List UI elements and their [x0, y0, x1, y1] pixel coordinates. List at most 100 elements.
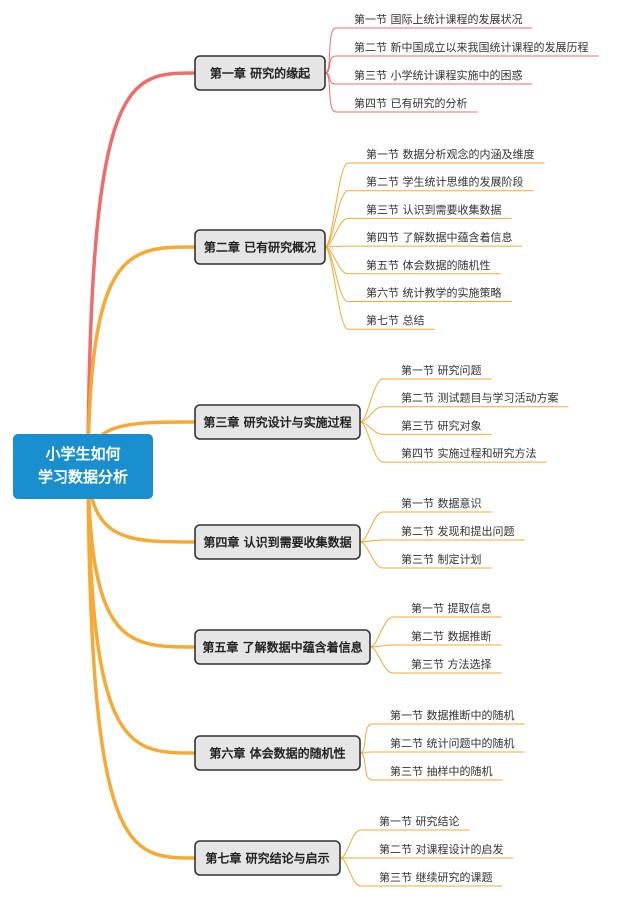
chapter-7-section-1[interactable]: 第一节 研究结论 [361, 814, 470, 831]
chapter-1-section-2[interactable]: 第二节 新中国成立以来我国统计课程的发展历程 [336, 40, 599, 57]
chapter-1-section-3-label: 第三节 小学统计课程实施中的困惑 [354, 68, 523, 82]
chapter-6-section-2-label: 第二节 统计问题中的随机 [390, 736, 515, 750]
chapter-3-box [194, 404, 361, 440]
chapter-2-node[interactable]: 第二章 已有研究概况 [194, 229, 326, 265]
chapter-2-section-2[interactable]: 第二节 学生统计思维的发展阶段 [348, 175, 534, 192]
chapter-1-section-4-label: 第四节 已有研究的分析 [354, 96, 468, 110]
chapter-1-section-1[interactable]: 第一节 国际上统计课程的发展状况 [336, 12, 533, 29]
chapter-2-section-1-label: 第一节 数据分析观念的内涵及维度 [366, 147, 535, 161]
chapter-1-section-4[interactable]: 第四节 已有研究的分析 [336, 96, 478, 113]
chapter-7-link [86, 464, 197, 860]
chapter-5-section-3[interactable]: 第三节 方法选择 [393, 657, 502, 674]
chapter-4-section-2[interactable]: 第二节 发现和提出问题 [383, 524, 525, 541]
chapter-1-section-2-label: 第二节 新中国成立以来我国统计课程的发展历程 [354, 40, 589, 54]
chapter-2-section-1-link [324, 162, 349, 248]
root-line-2: 学习数据分析 [38, 468, 128, 486]
chapter-3-section-4[interactable]: 第四节 实施过程和研究方法 [383, 446, 547, 463]
chapter-7-node[interactable]: 第七章 研究结论与启示 [194, 840, 341, 876]
root-node[interactable]: 小学生如何 学习数据分析 [13, 434, 153, 499]
chapter-5-section-3-label: 第三节 方法选择 [411, 657, 492, 671]
chapter-3-section-1[interactable]: 第一节 研究问题 [383, 363, 492, 380]
chapter-2-link [86, 245, 197, 468]
chapter-4-section-1-link [359, 511, 384, 543]
chapter-3-section-2-label: 第二节 测试题目与学习活动方案 [401, 391, 559, 405]
chapter-3-section-1-label: 第一节 研究问题 [401, 363, 482, 377]
chapter-2-section-4-label: 第四节 了解数据中蕴含着信息 [366, 230, 513, 244]
chapter-6-title: 第六章 体会数据的随机性 [209, 746, 345, 761]
chapter-2-section-6[interactable]: 第六节 统计教学的实施策略 [348, 286, 512, 302]
chapter-7-section-3[interactable]: 第三节 继续研究的课题 [361, 870, 503, 887]
chapter-6-section-3-label: 第三节 抽样中的随机 [390, 764, 493, 778]
chapter-2-section-4-link [324, 245, 349, 248]
chapter-2-section-6-label: 第六节 统计教学的实施策略 [366, 286, 502, 300]
chapter-6-section-3[interactable]: 第三节 抽样中的随机 [372, 764, 503, 781]
root-box [13, 434, 153, 499]
chapter-1-section-2-link [324, 55, 337, 74]
chapter-6-section-1[interactable]: 第一节 数据推断中的随机 [372, 708, 525, 725]
chapter-2-section-2-link [324, 190, 349, 248]
chapter-1-section-1-label: 第一节 国际上统计课程的发展状况 [354, 12, 523, 26]
chapter-2-section-1[interactable]: 第一节 数据分析观念的内涵及维度 [348, 147, 545, 164]
chapter-5-section-3-link [369, 646, 394, 674]
chapter-7-box [194, 840, 341, 876]
chapter-4-box [194, 524, 361, 560]
chapter-5-section-1[interactable]: 第一节 提取信息 [393, 601, 502, 618]
chapter-6-section-1-label: 第一节 数据推断中的随机 [390, 708, 515, 722]
chapter-2-section-5[interactable]: 第五节 体会数据的随机性 [348, 258, 501, 275]
chapter-5-section-2[interactable]: 第二节 数据推断 [393, 629, 502, 646]
branch-links [86, 27, 394, 887]
chapter-2-section-3-label: 第三节 认识到需要收集数据 [366, 202, 502, 216]
chapter-1-section-4-link [324, 72, 337, 113]
chapter-4-section-1[interactable]: 第一节 数据意识 [383, 496, 492, 513]
chapter-4-title: 第四章 认识到需要收集数据 [203, 535, 351, 550]
chapter-1-section-1-link [324, 27, 337, 74]
chapter-1-title: 第一章 研究的缘起 [210, 66, 311, 81]
chapter-1-section-3[interactable]: 第三节 小学统计课程实施中的困惑 [336, 68, 533, 85]
chapter-7-title: 第七章 研究结论与启示 [205, 851, 329, 866]
chapter-3-section-2[interactable]: 第二节 测试题目与学习活动方案 [383, 391, 569, 408]
chapter-3-node[interactable]: 第三章 研究设计与实施过程 [194, 404, 361, 440]
chapter-4-node[interactable]: 第四章 认识到需要收集数据 [194, 524, 361, 560]
chapter-4-section-1-label: 第一节 数据意识 [401, 496, 482, 510]
chapter-2-section-5-label: 第五节 体会数据的随机性 [366, 258, 491, 272]
chapter-3-title: 第三章 研究设计与实施过程 [203, 415, 351, 430]
chapter-3-section-4-label: 第四节 实施过程和研究方法 [401, 446, 537, 460]
chapter-2-section-4[interactable]: 第四节 了解数据中蕴含着信息 [348, 230, 523, 247]
chapter-1-box [194, 55, 326, 91]
chapter-7-section-2[interactable]: 第二节 对课程设计的启发 [361, 842, 514, 859]
chapter-2-box [194, 229, 326, 265]
chapter-2-section-7-link [324, 246, 349, 330]
chapter-1-node[interactable]: 第一章 研究的缘起 [194, 55, 326, 91]
chapter-4-section-3-link [359, 541, 384, 569]
chapter-3-section-3[interactable]: 第三节 研究对象 [383, 418, 492, 435]
chapter-7-section-2-label: 第二节 对课程设计的启发 [379, 842, 504, 856]
chapter-5-title: 第五章 了解数据中蕴含着信息 [202, 640, 362, 655]
chapter-1-link [86, 71, 197, 468]
chapter-5-section-1-link [369, 616, 394, 648]
chapter-4-section-3[interactable]: 第三节 制定计划 [383, 552, 492, 569]
chapter-7-section-1-link [339, 829, 362, 859]
chapter-5-box [194, 629, 371, 665]
chapter-4-section-3-label: 第三节 制定计划 [401, 552, 482, 566]
chapter-2-section-7[interactable]: 第七节 总结 [348, 313, 435, 330]
chapter-6-section-3-link [359, 752, 373, 781]
root-line-1: 小学生如何 [45, 445, 120, 463]
chapter-2-title: 第二章 已有研究概况 [204, 240, 316, 255]
chapter-4-section-2-link [359, 539, 384, 543]
chapter-2-section-3[interactable]: 第三节 认识到需要收集数据 [348, 202, 512, 219]
chapter-6-section-2[interactable]: 第二节 统计问题中的随机 [372, 736, 525, 753]
chapter-3-section-1-link [359, 378, 384, 423]
chapter-6-node[interactable]: 第六章 体会数据的随机性 [194, 735, 361, 771]
chapter-7-section-3-link [339, 857, 362, 887]
chapter-2-section-7-label: 第七节 总结 [366, 313, 425, 327]
chapter-6-link [86, 464, 197, 755]
chapter-7-section-1-label: 第一节 研究结论 [379, 814, 460, 828]
chapter-5-section-1-label: 第一节 提取信息 [411, 601, 492, 615]
chapter-4-section-2-label: 第二节 发现和提出问题 [401, 524, 515, 538]
chapter-2-section-3-link [324, 217, 349, 248]
chapter-3-section-3-label: 第三节 研究对象 [401, 418, 482, 432]
chapter-7-section-3-label: 第三节 继续研究的课题 [379, 870, 493, 884]
chapter-5-node[interactable]: 第五章 了解数据中蕴含着信息 [194, 629, 371, 665]
